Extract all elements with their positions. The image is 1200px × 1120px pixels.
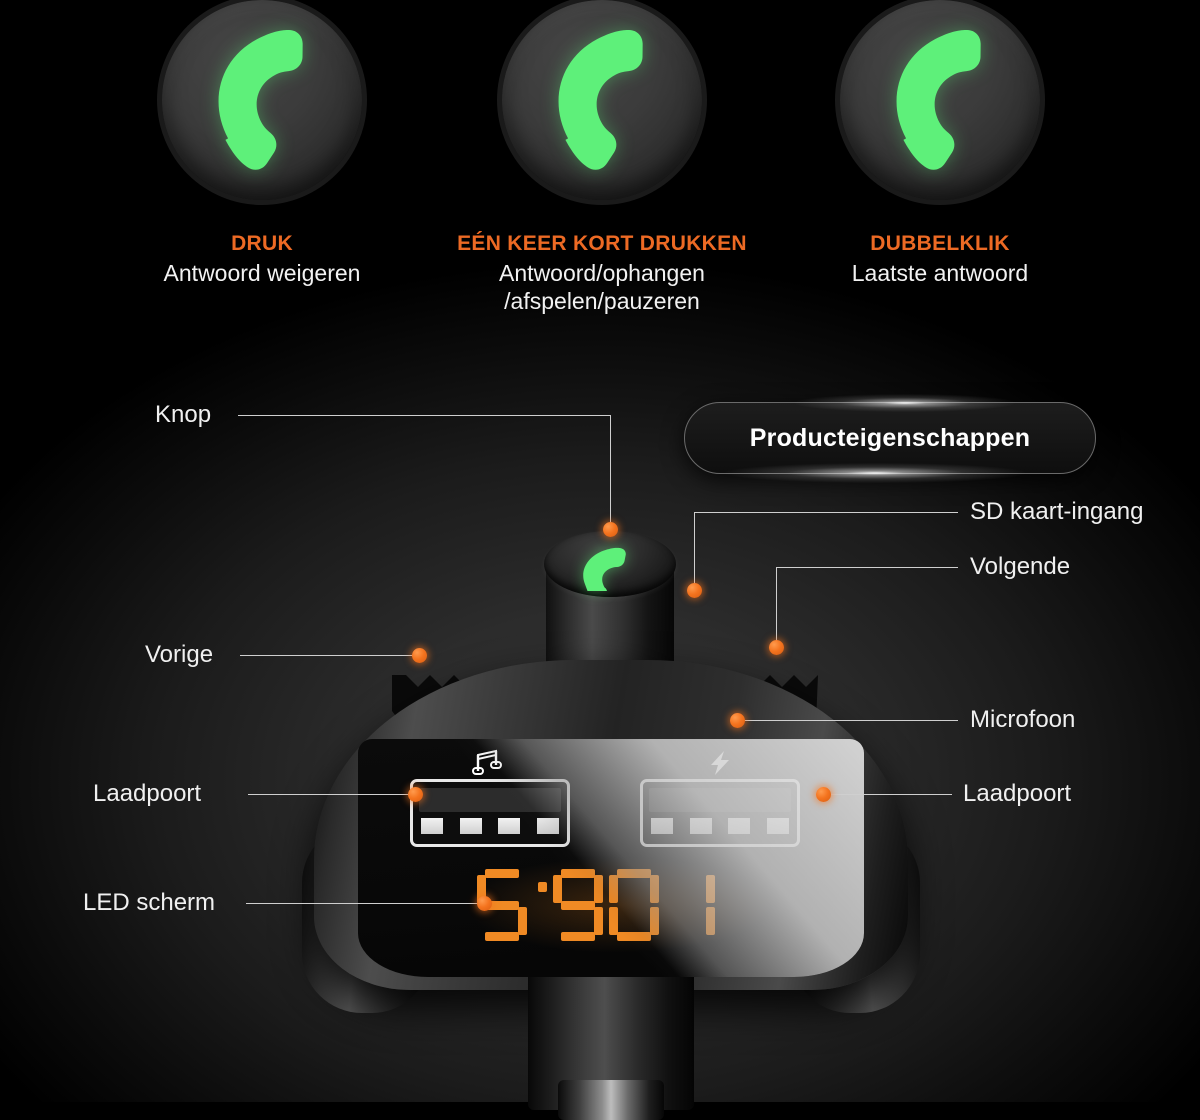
action-circle-1 xyxy=(162,0,362,200)
glint-highlight-bottom xyxy=(725,463,1025,483)
leader-line-volgende-h xyxy=(776,567,958,569)
callout-dot-microfoon xyxy=(730,713,745,728)
device-plug-tip xyxy=(558,1080,664,1120)
caption-block-3: DUBBELKLIK Laatste antwoord xyxy=(740,232,1140,287)
leader-line-sd-v xyxy=(694,512,696,590)
caption-description-line1: Antwoord/ophangen xyxy=(499,260,705,287)
leader-line-knop-h xyxy=(238,415,610,417)
callout-label-vorige: Vorige xyxy=(145,641,214,668)
fm-transmitter-device xyxy=(296,505,926,1120)
leader-line-vorige xyxy=(240,655,420,657)
caption-block-2: EÉN KEER KORT DRUKKEN Antwoord/ophangen … xyxy=(402,232,802,315)
phone-handset-icon xyxy=(840,0,1040,200)
phone-handset-icon xyxy=(564,539,658,591)
leader-line-led-scherm xyxy=(246,903,484,905)
callout-label-led-scherm: LED scherm xyxy=(83,889,216,916)
callout-label-laadpoort-right: Laadpoort xyxy=(963,780,1072,807)
leader-line-volgende-v xyxy=(776,567,778,647)
phone-handset-icon xyxy=(162,0,362,200)
caption-description: Laatste antwoord xyxy=(851,260,1029,287)
callout-label-sd-kaart-ingang: SD kaart-ingang xyxy=(970,498,1144,525)
caption-description: Antwoord weigeren xyxy=(163,260,361,287)
badge-label: Producteigenschappen xyxy=(749,423,1031,452)
callout-label-volgende: Volgende xyxy=(970,553,1071,580)
callout-label-microfoon: Microfoon xyxy=(970,706,1076,733)
product-features-badge: Producteigenschappen xyxy=(684,394,1096,483)
leader-line-microfoon xyxy=(744,720,958,722)
callout-dot-sd-kaart-ingang xyxy=(687,583,702,598)
action-circle-3 xyxy=(840,0,1040,200)
caption-block-1: DRUK Antwoord weigeren xyxy=(62,232,462,287)
callout-label-knop: Knop xyxy=(155,401,212,428)
caption-heading: DUBBELKLIK xyxy=(870,232,1010,255)
callout-label-laadpoort-left: Laadpoort xyxy=(93,780,202,807)
callout-dot-knop xyxy=(603,522,618,537)
callout-dot-laadpoort-right xyxy=(816,787,831,802)
glint-highlight-top xyxy=(795,394,1015,412)
callout-dot-laadpoort-left xyxy=(408,787,423,802)
leader-line-laadpoort-left xyxy=(248,794,416,796)
device-face-panel xyxy=(358,739,864,977)
phone-handset-icon xyxy=(502,0,702,200)
callout-dot-volgende xyxy=(769,640,784,655)
leader-line-knop-v xyxy=(610,415,612,530)
leader-line-laadpoort-right xyxy=(828,794,952,796)
callout-dot-vorige xyxy=(412,648,427,663)
callout-dot-led-scherm xyxy=(477,896,492,911)
button-action-row xyxy=(0,0,1200,215)
face-reflection-gloss xyxy=(358,739,864,977)
caption-description-line2: /afspelen/pauzeren xyxy=(504,288,700,315)
leader-line-sd-h xyxy=(694,512,958,514)
caption-heading: DRUK xyxy=(231,232,293,255)
action-circle-2 xyxy=(502,0,702,200)
caption-heading: EÉN KEER KORT DRUKKEN xyxy=(457,232,747,255)
